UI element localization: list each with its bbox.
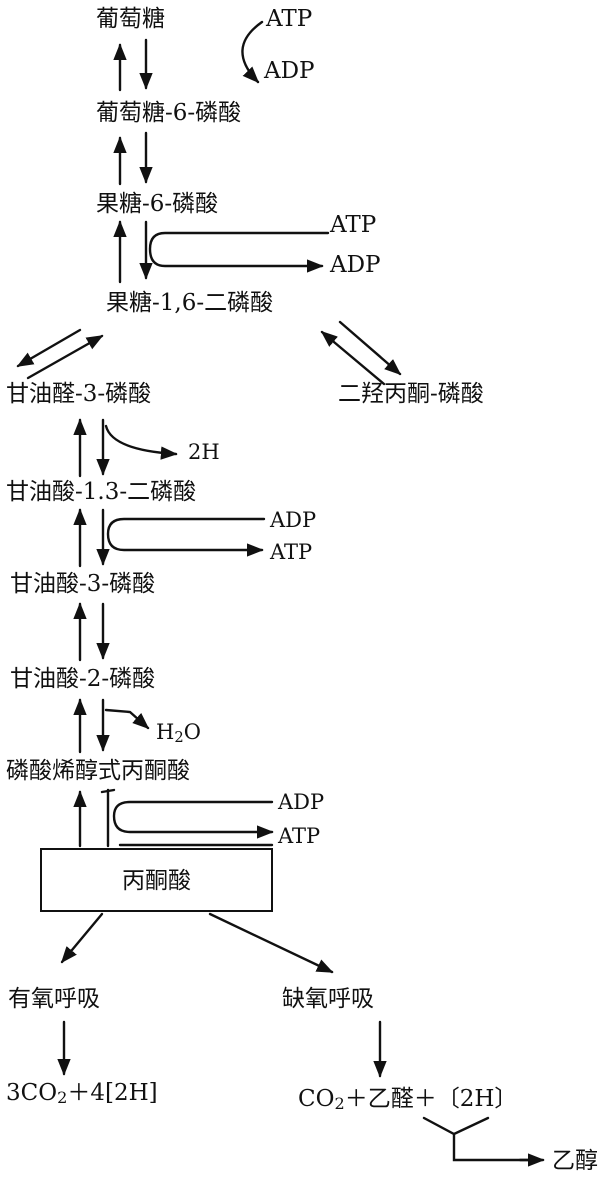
f6p-label: 果糖-6-磷酸 (96, 191, 219, 217)
pyruvate-box: 丙酮酸 (40, 848, 273, 912)
anaerobic-label: 缺氧呼吸 (282, 986, 374, 1012)
ethanol-label: 乙醇 (552, 1148, 598, 1174)
h2-label: 2H (188, 440, 220, 464)
arrow-atp-adp-1 (241, 20, 264, 84)
arrow-atp-adp-2 (148, 231, 330, 273)
aerobic-label: 有氧呼吸 (8, 986, 100, 1012)
fbp-label: 果糖-1,6-二磷酸 (106, 290, 274, 316)
pg3-label: 甘油酸-3-磷酸 (10, 571, 156, 597)
arrow-fbp-g3p-a (16, 328, 82, 368)
g3p-label: 甘油醛-3-磷酸 (6, 381, 152, 407)
arrow-adp-atp-4 (112, 800, 274, 839)
glucose-label: 葡萄糖 (96, 6, 165, 32)
adp-label-3: ADP (270, 508, 317, 532)
atp-label-4: ATP (278, 824, 321, 848)
h2o-label: H2O (156, 720, 201, 746)
arrow-h2o (104, 708, 150, 730)
dhap-label: 二羟丙酮-磷酸 (338, 381, 484, 407)
arrow-adp-atp-3 (106, 517, 266, 557)
arrow-2h (104, 424, 178, 460)
atp-label-2: ATP (330, 212, 377, 238)
atp-label-1: ATP (266, 6, 313, 32)
pg2-label: 甘油酸-2-磷酸 (10, 666, 156, 692)
arrow-fbp-dhap-b (320, 330, 386, 386)
pep-label: 磷酸烯醇式丙酮酸 (6, 758, 190, 784)
arrow-anaerobic (208, 912, 334, 974)
arrow-aerobic (60, 912, 104, 964)
pyruvate-label: 丙酮酸 (122, 868, 191, 894)
adp-label-1: ADP (264, 58, 315, 84)
adp-label-2: ADP (330, 252, 381, 278)
aerobic-product: 3CO2＋4[2H] (6, 1080, 158, 1107)
adp-label-4: ADP (278, 790, 325, 814)
arrow-fbp-dhap-a (338, 320, 402, 376)
bpg-label: 甘油酸-1.3-二磷酸 (6, 479, 197, 505)
anaerobic-product: CO2＋乙醛＋〔2H〕 (298, 1086, 518, 1113)
arrow-ethanol (422, 1116, 542, 1162)
atp-label-3: ATP (270, 540, 313, 564)
g6p-label: 葡萄糖-6-磷酸 (96, 100, 242, 126)
arrow-fbp-g3p-b (26, 334, 104, 380)
